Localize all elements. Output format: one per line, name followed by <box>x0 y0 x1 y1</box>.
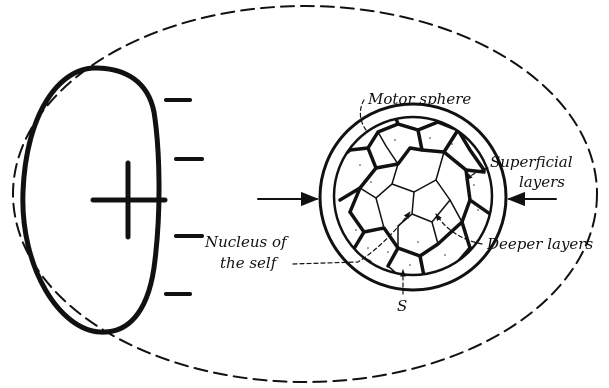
environment-boundary <box>13 6 597 382</box>
deeper-layers-label: Deeper layers <box>486 235 593 253</box>
minus-signs <box>166 100 202 294</box>
nucleus-label-line1: Nucleus of <box>204 233 289 251</box>
superficial-label-line2: layers <box>519 173 565 191</box>
plus-sign <box>93 163 165 237</box>
superficial-label-line1: Superficial <box>490 153 573 171</box>
motor-sphere-label: Motor sphere <box>367 90 471 108</box>
s-label: S <box>397 297 407 315</box>
nucleus-label-line2: the self <box>220 254 279 272</box>
motor-sphere-leader <box>360 100 366 130</box>
